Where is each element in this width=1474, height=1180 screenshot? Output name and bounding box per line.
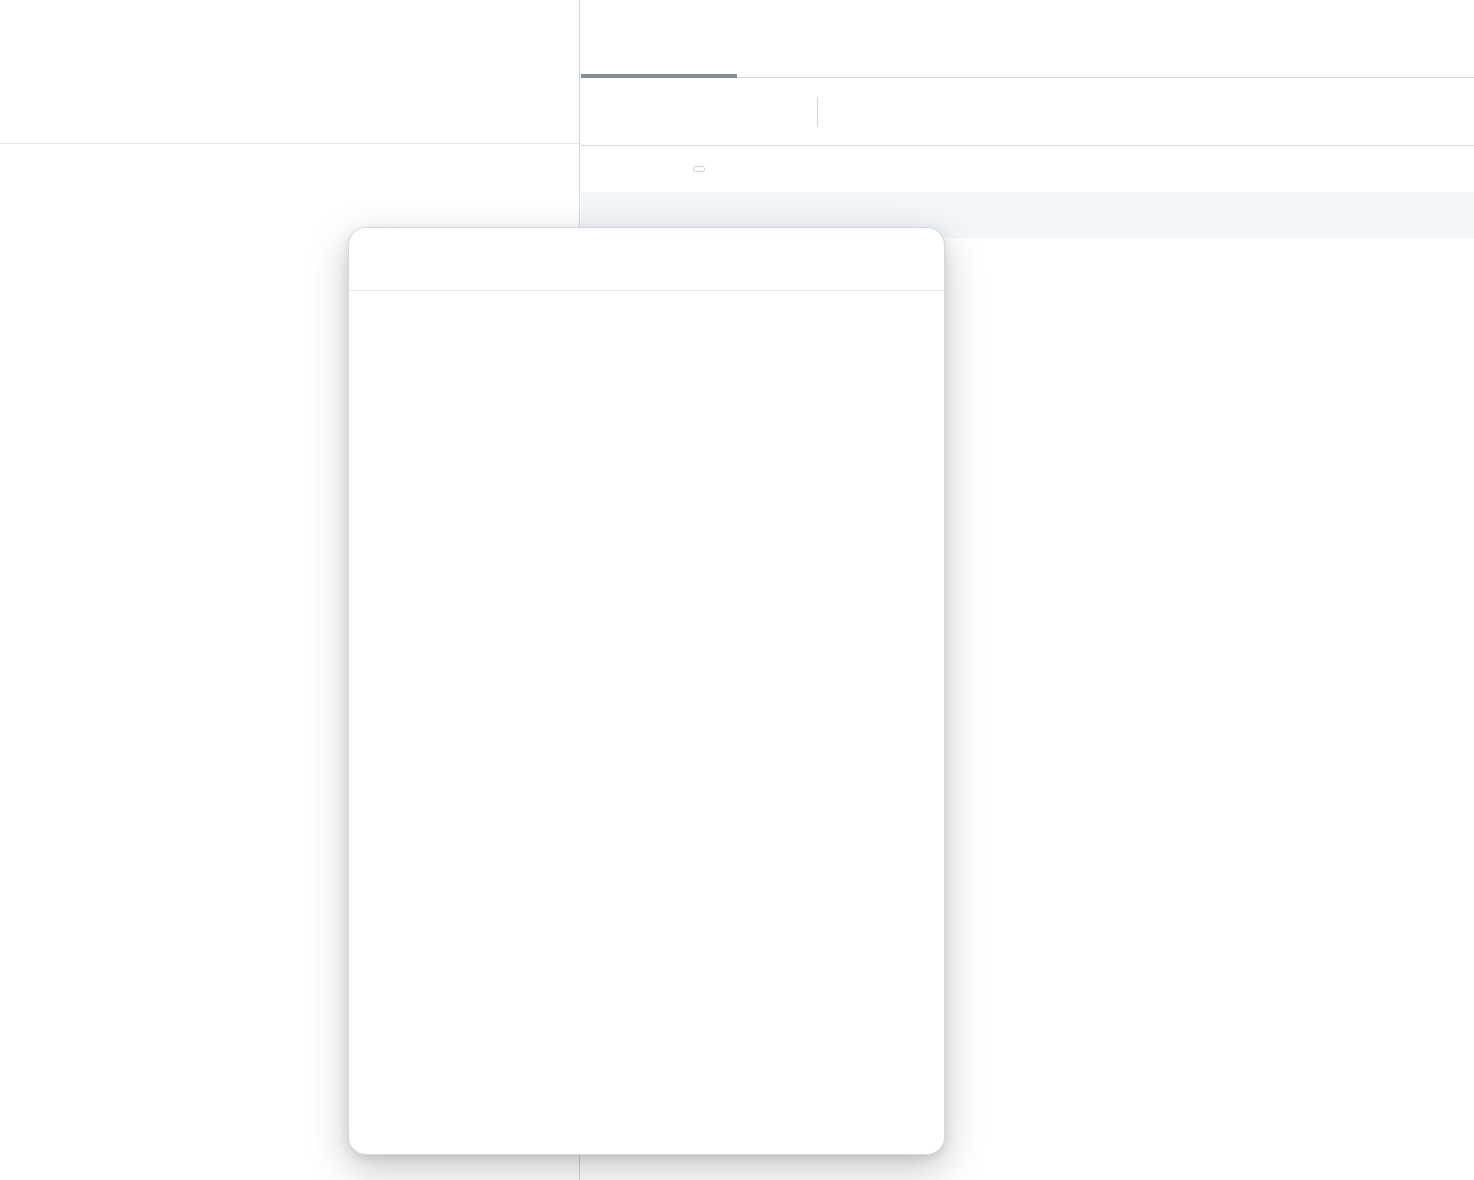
- more-icon[interactable]: [1426, 26, 1452, 52]
- tx-mode-dropdown[interactable]: [834, 102, 864, 122]
- sql-statement[interactable]: [693, 166, 705, 172]
- console-selector[interactable]: [1048, 98, 1116, 126]
- popup-divider: [349, 290, 944, 291]
- popup-toolbar: [349, 228, 944, 290]
- close-icon[interactable]: [689, 28, 711, 50]
- explorer-toolbar: [0, 80, 579, 144]
- console-icon: [1048, 98, 1076, 126]
- code-content: [693, 166, 705, 172]
- tab-console-postgresql[interactable]: [581, 0, 737, 78]
- profile-icon[interactable]: [717, 95, 751, 129]
- schema-list: [349, 291, 944, 1112]
- chevron-down-icon: [844, 102, 864, 122]
- schema-selection-popup: [348, 227, 945, 1155]
- settings-gear-icon[interactable]: [765, 95, 799, 129]
- statement-ok-check-icon: [1430, 155, 1458, 183]
- schema-selector[interactable]: [954, 98, 1022, 126]
- sql-editor[interactable]: [581, 146, 1474, 238]
- chevron-down-icon: [1002, 102, 1022, 122]
- code-line-1[interactable]: [581, 146, 1474, 192]
- run-icon[interactable]: [607, 95, 641, 129]
- database-tree: [0, 144, 579, 156]
- schema-icon: [954, 98, 982, 126]
- editor-tab-bar: [581, 0, 1474, 78]
- chevron-right-icon[interactable]: [890, 95, 924, 129]
- history-clock-icon[interactable]: [669, 95, 703, 129]
- panel-header: [0, 0, 579, 80]
- chevron-down-icon: [1096, 102, 1116, 122]
- editor-toolbar: [581, 78, 1474, 146]
- popup-footer-hint: [349, 1112, 944, 1154]
- toolbar-separator: [817, 96, 818, 127]
- postgresql-icon: [621, 24, 651, 54]
